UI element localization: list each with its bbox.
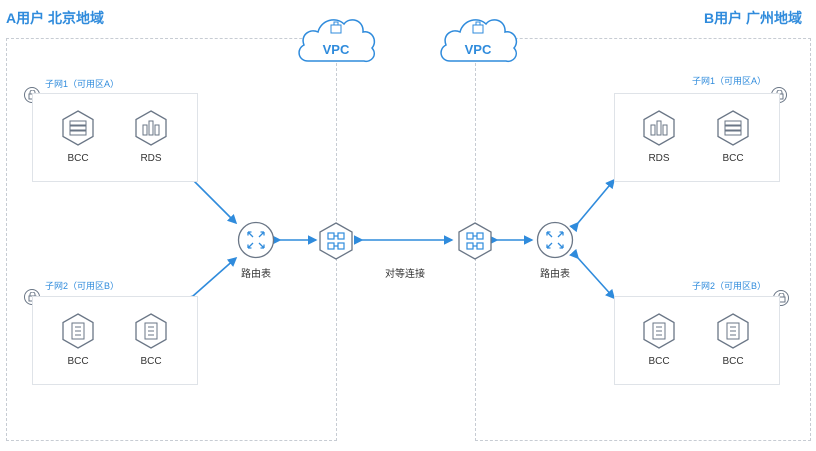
- region-a-title: A用户 北京地域: [6, 10, 104, 26]
- node-label: BCC: [67, 153, 89, 164]
- left-subnet1-box: [32, 93, 198, 182]
- link-right-router-subnet2: [569, 248, 616, 300]
- link-left-subnet2-router: [183, 256, 238, 305]
- left-peering-node: [318, 222, 354, 265]
- left-subnet2-node-2: BCC: [121, 313, 181, 367]
- left-subnet2-node-1: BCC: [48, 313, 108, 367]
- vpc-cloud-right: VPC: [436, 11, 520, 65]
- peering-connection-icon: [458, 222, 492, 260]
- server-icon: [62, 110, 94, 146]
- database-icon: [135, 110, 167, 146]
- right-subnet2-node-1: BCC: [629, 313, 689, 367]
- link-right-router-subnet1: [569, 178, 616, 233]
- link-left-subnet1-router: [183, 170, 238, 225]
- right-subnet1-label: 子网1（可用区A）: [692, 76, 767, 86]
- instance-icon: [717, 313, 749, 349]
- left-subnet2-label: 子网2（可用区B）: [45, 281, 120, 291]
- left-subnet1-label: 子网1（可用区A）: [45, 79, 120, 89]
- cloud-icon: [298, 19, 376, 63]
- node-label: BCC: [648, 356, 670, 367]
- right-subnet2-node-2: BCC: [703, 313, 763, 367]
- node-label: BCC: [67, 356, 89, 367]
- peering-connection-icon: [319, 222, 353, 260]
- left-subnet2-box: [32, 296, 198, 385]
- router-arrows-icon: [237, 221, 275, 259]
- right-peering-node: [457, 222, 493, 265]
- left-subnet1-node-2: RDS: [121, 110, 181, 164]
- instance-icon: [643, 313, 675, 349]
- region-b-title: B用户 广州地域: [704, 10, 802, 26]
- left-router: [237, 221, 275, 264]
- right-subnet1-node-1: RDS: [629, 110, 689, 164]
- right-subnet1-node-2: BCC: [703, 110, 763, 164]
- node-label: RDS: [648, 153, 670, 164]
- vpc-label-right: VPC: [464, 42, 492, 57]
- node-label: RDS: [140, 153, 162, 164]
- router-arrows-icon: [536, 221, 574, 259]
- left-subnet1-node-1: BCC: [48, 110, 108, 164]
- vpc-label-left: VPC: [322, 42, 350, 57]
- peering-label: 对等连接: [385, 269, 425, 280]
- server-icon: [717, 110, 749, 146]
- node-label: BCC: [722, 153, 744, 164]
- right-subnet2-label: 子网2（可用区B）: [692, 281, 767, 291]
- cloud-icon: [440, 19, 518, 63]
- right-router-label: 路由表: [540, 269, 570, 280]
- node-label: BCC: [722, 356, 744, 367]
- right-subnet1-box: [614, 93, 780, 182]
- node-label: BCC: [140, 356, 162, 367]
- database-icon: [643, 110, 675, 146]
- right-router: [536, 221, 574, 264]
- instance-icon: [135, 313, 167, 349]
- instance-icon: [62, 313, 94, 349]
- right-subnet2-box: [614, 296, 780, 385]
- left-router-label: 路由表: [241, 269, 271, 280]
- vpc-cloud-left: VPC: [294, 11, 378, 65]
